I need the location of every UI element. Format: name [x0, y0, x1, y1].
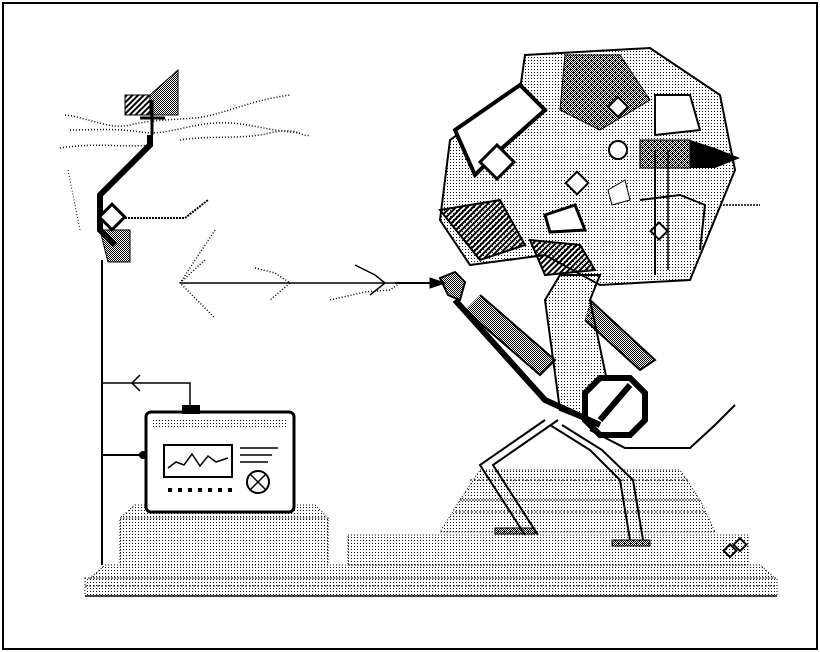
right-pedestal: [347, 469, 749, 566]
readout-lines: [240, 447, 278, 463]
antenna-mast: [67, 68, 209, 565]
transmission-arrows: [178, 229, 447, 319]
ground-platform: [84, 564, 778, 597]
waveform-line: [167, 452, 229, 469]
artist-logo-mark: [722, 536, 748, 559]
led-row: [168, 488, 232, 492]
left-pedestal: [118, 504, 330, 566]
oscilloscope-screen: [163, 444, 233, 478]
wind-wisps: [59, 94, 311, 149]
robotic-figure: [438, 46, 760, 547]
signal-receiver-machine: [102, 374, 296, 514]
